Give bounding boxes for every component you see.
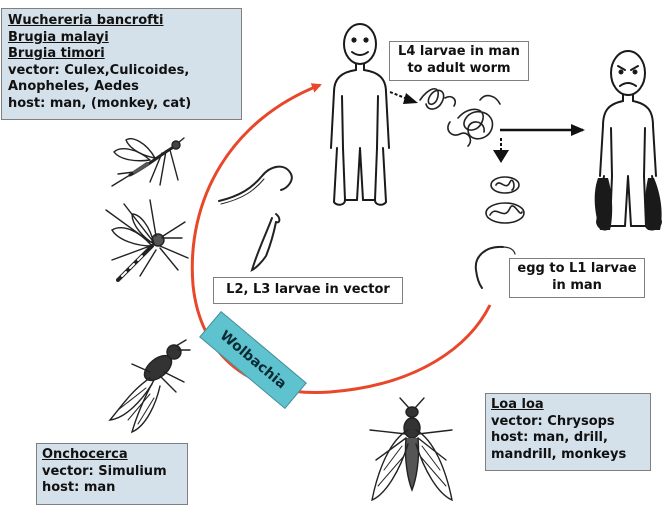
mosquito-small-icon: [112, 138, 184, 186]
host-text-cont: mandrill, monkeys: [491, 447, 645, 464]
l1-stage-line-1: egg to L1 larvae: [514, 261, 640, 278]
host-text: host: man: [42, 480, 182, 497]
host-text: host: man, drill,: [491, 430, 645, 447]
species-name-loa: Loa loa: [491, 397, 645, 414]
l2-l3-stage-line: L2, L3 larvae in vector: [218, 282, 398, 299]
onchocerca-info-box: Onchocerca vector: Simulium host: man: [36, 443, 188, 505]
vector-text: vector: Culex,Culicoides,: [8, 63, 235, 80]
l2-l3-stage-label: L2, L3 larvae in vector: [213, 277, 403, 304]
host-text: host: man, (monkey, cat): [8, 96, 235, 113]
l4-stage-label: L4 larvae in man to adult worm: [389, 41, 529, 81]
microfilaria-capsule-icon: [486, 177, 524, 223]
wuchereria-info-box: Wuchereria bancrofti Brugia malayi Brugi…: [1, 8, 242, 120]
l1-stage-line-2: in man: [514, 278, 640, 295]
blackfly-icon: [110, 340, 190, 432]
species-name-brugia-malayi: Brugia malayi: [8, 30, 235, 47]
mosquito-icon: [106, 200, 188, 280]
species-name-wuchereria: Wuchereria bancrofti: [8, 13, 235, 30]
vector-text-cont: Anopheles, Aedes: [8, 79, 235, 96]
species-name-onchocerca: Onchocerca: [42, 447, 182, 464]
vector-text: vector: Simulium: [42, 464, 182, 481]
larva-l2-icon: [219, 167, 292, 204]
healthy-man-icon: [331, 24, 389, 205]
deerfly-icon: [370, 398, 452, 500]
l4-stage-line-2: to adult worm: [394, 61, 524, 78]
l4-stage-line-1: L4 larvae in man: [394, 44, 524, 61]
l1-stage-label: egg to L1 larvae in man: [509, 258, 645, 298]
loa-info-box: Loa loa vector: Chrysops host: man, dril…: [485, 393, 651, 471]
vector-text: vector: Chrysops: [491, 414, 645, 431]
larva-l3-icon: [252, 214, 279, 270]
species-name-brugia-timori: Brugia timori: [8, 46, 235, 63]
adult-worm-icon: [420, 89, 455, 109]
